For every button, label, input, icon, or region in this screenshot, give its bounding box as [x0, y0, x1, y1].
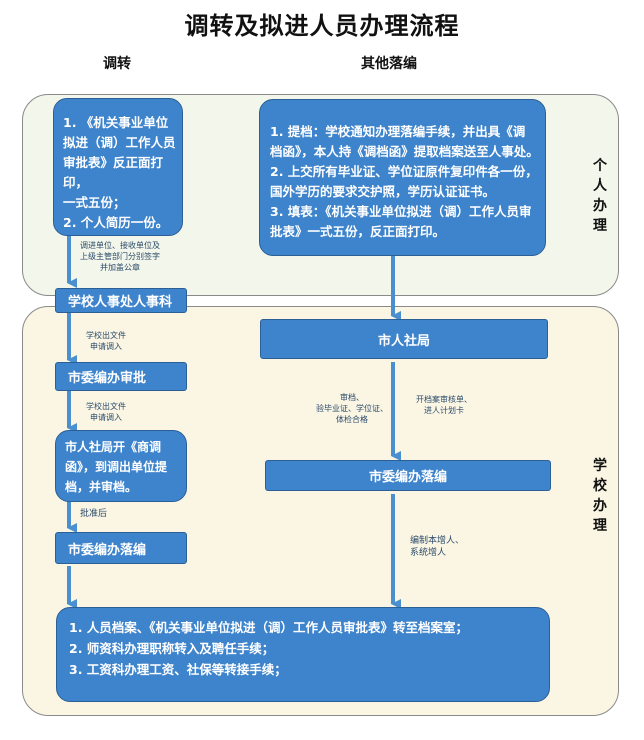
school-zone-label: 学校 办理: [593, 458, 607, 534]
staffing-increase-note: 编制本增人、系统增人: [410, 536, 465, 558]
page-title: 调转及拟进人员办理流程: [184, 12, 460, 40]
column-heading-transfer: 调转: [103, 56, 131, 72]
signature-stamp-note: 调进单位、接收单位及上级主管部门分别签字并加盖公章: [80, 241, 160, 272]
transfer-letter-box: 市人社局开《商调 函》，到调出单位提 档，并审档。: [55, 430, 187, 502]
left-quota-box: 市委编办落编: [55, 532, 187, 564]
archive-review-note: 审档、验毕业证、学位证、体检合格: [316, 393, 388, 424]
school-document-note-2: 学校出文件申请调入: [86, 402, 126, 422]
right-quota-box: 市委编办落编: [265, 460, 551, 491]
personal-zone-label: 个人 办理: [593, 158, 607, 234]
transfer-materials-box: 1. 《机关事业单位 拟进（调）工作人员 审批表》反正面打印， 一式五份； 2.…: [53, 98, 183, 236]
after-approval-note: 批准后: [80, 509, 108, 519]
school-document-note-1: 学校出文件申请调入: [86, 331, 126, 351]
final-procedures-box: 1. 人员档案、《机关事业单位拟进（调）工作人员审批表》转至档案室； 2. 师资…: [56, 607, 550, 702]
school-hr-office-box: 学校人事处人事科: [55, 288, 187, 313]
other-quota-materials-box: 1. 提档：学校通知办理落编手续，并出具《调 档函》，本人持《调档函》提取档案送…: [259, 99, 546, 256]
archive-form-note: 开档案审核单、进人计划卡: [416, 395, 472, 415]
municipal-approval-box: 市委编办审批: [55, 362, 187, 391]
municipal-hr-bureau-box: 市人社局: [260, 319, 548, 359]
column-heading-other: 其他落编: [361, 56, 417, 72]
